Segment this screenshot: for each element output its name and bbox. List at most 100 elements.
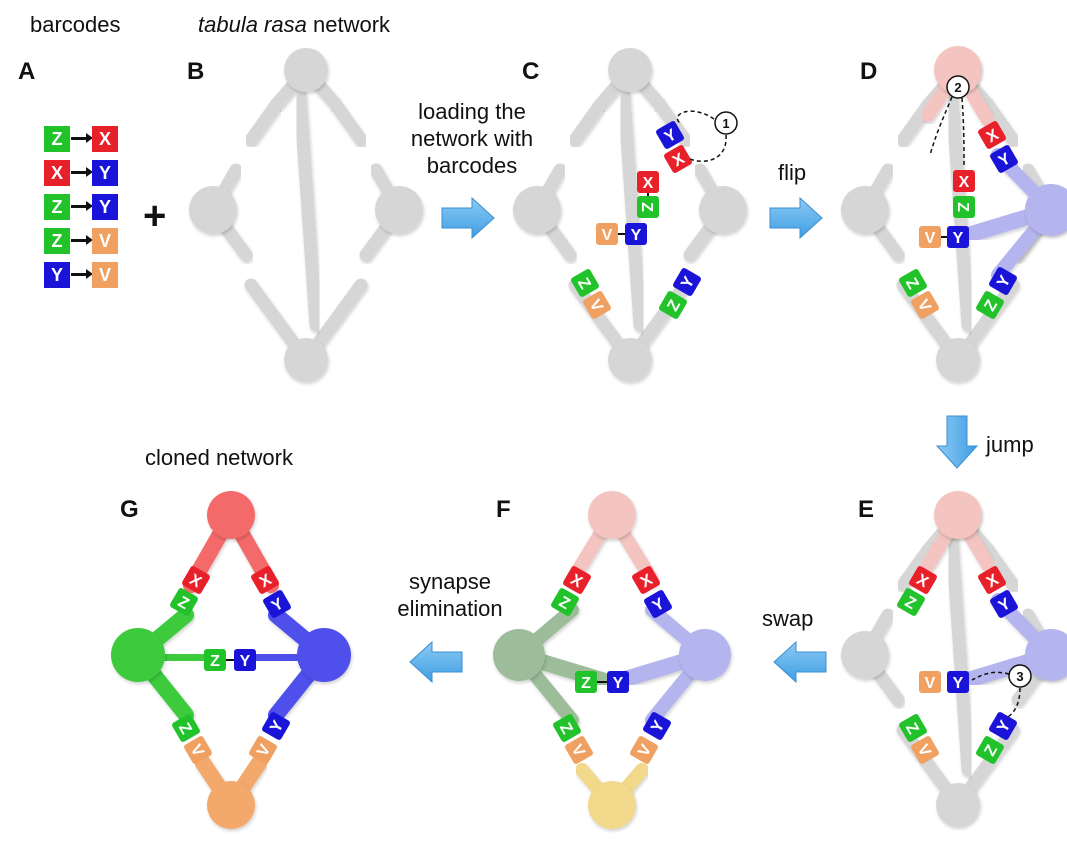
barcode-y: Y [673,268,701,296]
barcode-v: V [249,736,277,764]
caption-tabula-rasa: tabula rasa network [198,12,390,38]
soma [375,186,423,234]
axon [359,203,406,262]
barcode-y: Y [947,671,969,693]
axon-red [921,508,965,572]
barcode-y: Y [263,590,291,618]
svg-text:Y: Y [996,150,1014,170]
soma-blue [1025,184,1067,236]
svg-text:Y: Y [648,718,668,736]
axon-orange [223,752,269,813]
axon [1021,163,1058,217]
axon [896,278,965,367]
soma-blue [297,628,351,682]
soma [284,338,328,382]
axon [206,203,253,262]
panel-letter-f: F [496,496,511,523]
soma-red [934,491,982,539]
axon-blue [237,646,333,669]
soma-blue [679,629,731,681]
svg-text:Y: Y [996,595,1014,615]
axon-blue [645,603,712,662]
caption-barcodes: barcodes [30,12,121,37]
caption-tabula-rasa-italic: tabula rasa [198,12,307,37]
axon-green [512,648,579,727]
svg-text:V: V [586,297,606,315]
soma [936,493,980,537]
legend-barcode-from: Z [44,126,70,152]
panel-letter-a: A [18,58,36,85]
soma-red [207,491,255,539]
svg-text:X: X [984,126,1002,146]
legend-barcode-from: Z [44,194,70,220]
legend-barcode-to: V [92,228,118,254]
axon [329,98,368,147]
barcode-y: Y [644,590,672,618]
legend-arrow-icon [71,133,93,143]
barcode-z: Z [659,291,687,319]
barcode-z: Z [571,269,599,297]
caption-flip: flip [778,160,807,185]
axon [244,98,283,147]
axon-red [223,507,279,593]
soma [1027,631,1067,679]
axon [896,723,965,812]
barcode-z: Z [170,588,198,616]
barcode-x: X [182,566,210,594]
soma-red [934,46,982,94]
axon [951,63,995,112]
arrow-swap-icon [773,640,827,684]
axon-red [951,63,995,127]
axon [858,163,895,217]
axon-red [183,507,239,593]
barcode-x: X [563,566,591,594]
svg-text:X: X [567,571,585,591]
axon-red [565,508,619,587]
svg-text:X: X [257,571,275,591]
svg-text:Y: Y [994,273,1014,291]
axon-red [951,508,995,572]
axon [981,543,1020,592]
axon [206,163,243,217]
axon [858,203,905,262]
barcode-x: X [664,145,692,173]
caption-cloned-network: cloned network [145,445,293,470]
svg-text:Z: Z [638,202,655,212]
barcode-v: V [583,291,611,319]
axon [858,608,895,662]
axon [269,63,313,112]
axon-blue [960,202,1059,243]
barcode-y: Y [262,712,290,740]
soma-red [588,491,636,539]
barcode-y: Y [947,226,969,248]
soma [936,48,980,92]
axon-blue [960,647,1059,688]
barcode-v: V [565,736,593,764]
dashed-arrow-three-a [971,671,1010,681]
axon-blue [991,148,1058,217]
svg-text:Y: Y [678,274,698,292]
axon-green [130,647,194,723]
soma [1027,186,1067,234]
barcode-y: Y [607,671,629,693]
axon [244,278,313,367]
svg-text:Z: Z [175,720,195,737]
legend-barcode-from: Z [44,228,70,254]
axon [299,63,343,112]
svg-text:Z: Z [954,202,971,212]
barcode-z: Z [575,671,597,693]
panel-letter-d: D [860,58,878,85]
legend-barcode-from: X [44,160,70,186]
barcode-v: V [919,226,941,248]
step-marker-one: 1 [714,111,738,135]
axon [896,543,935,592]
axon-green [130,607,194,663]
barcode-x: X [637,171,659,193]
svg-text:2: 2 [954,80,961,95]
svg-text:X: X [959,174,970,191]
dashed-arrow-two-a [929,96,953,156]
axon [653,98,692,147]
axon-red [921,63,965,122]
